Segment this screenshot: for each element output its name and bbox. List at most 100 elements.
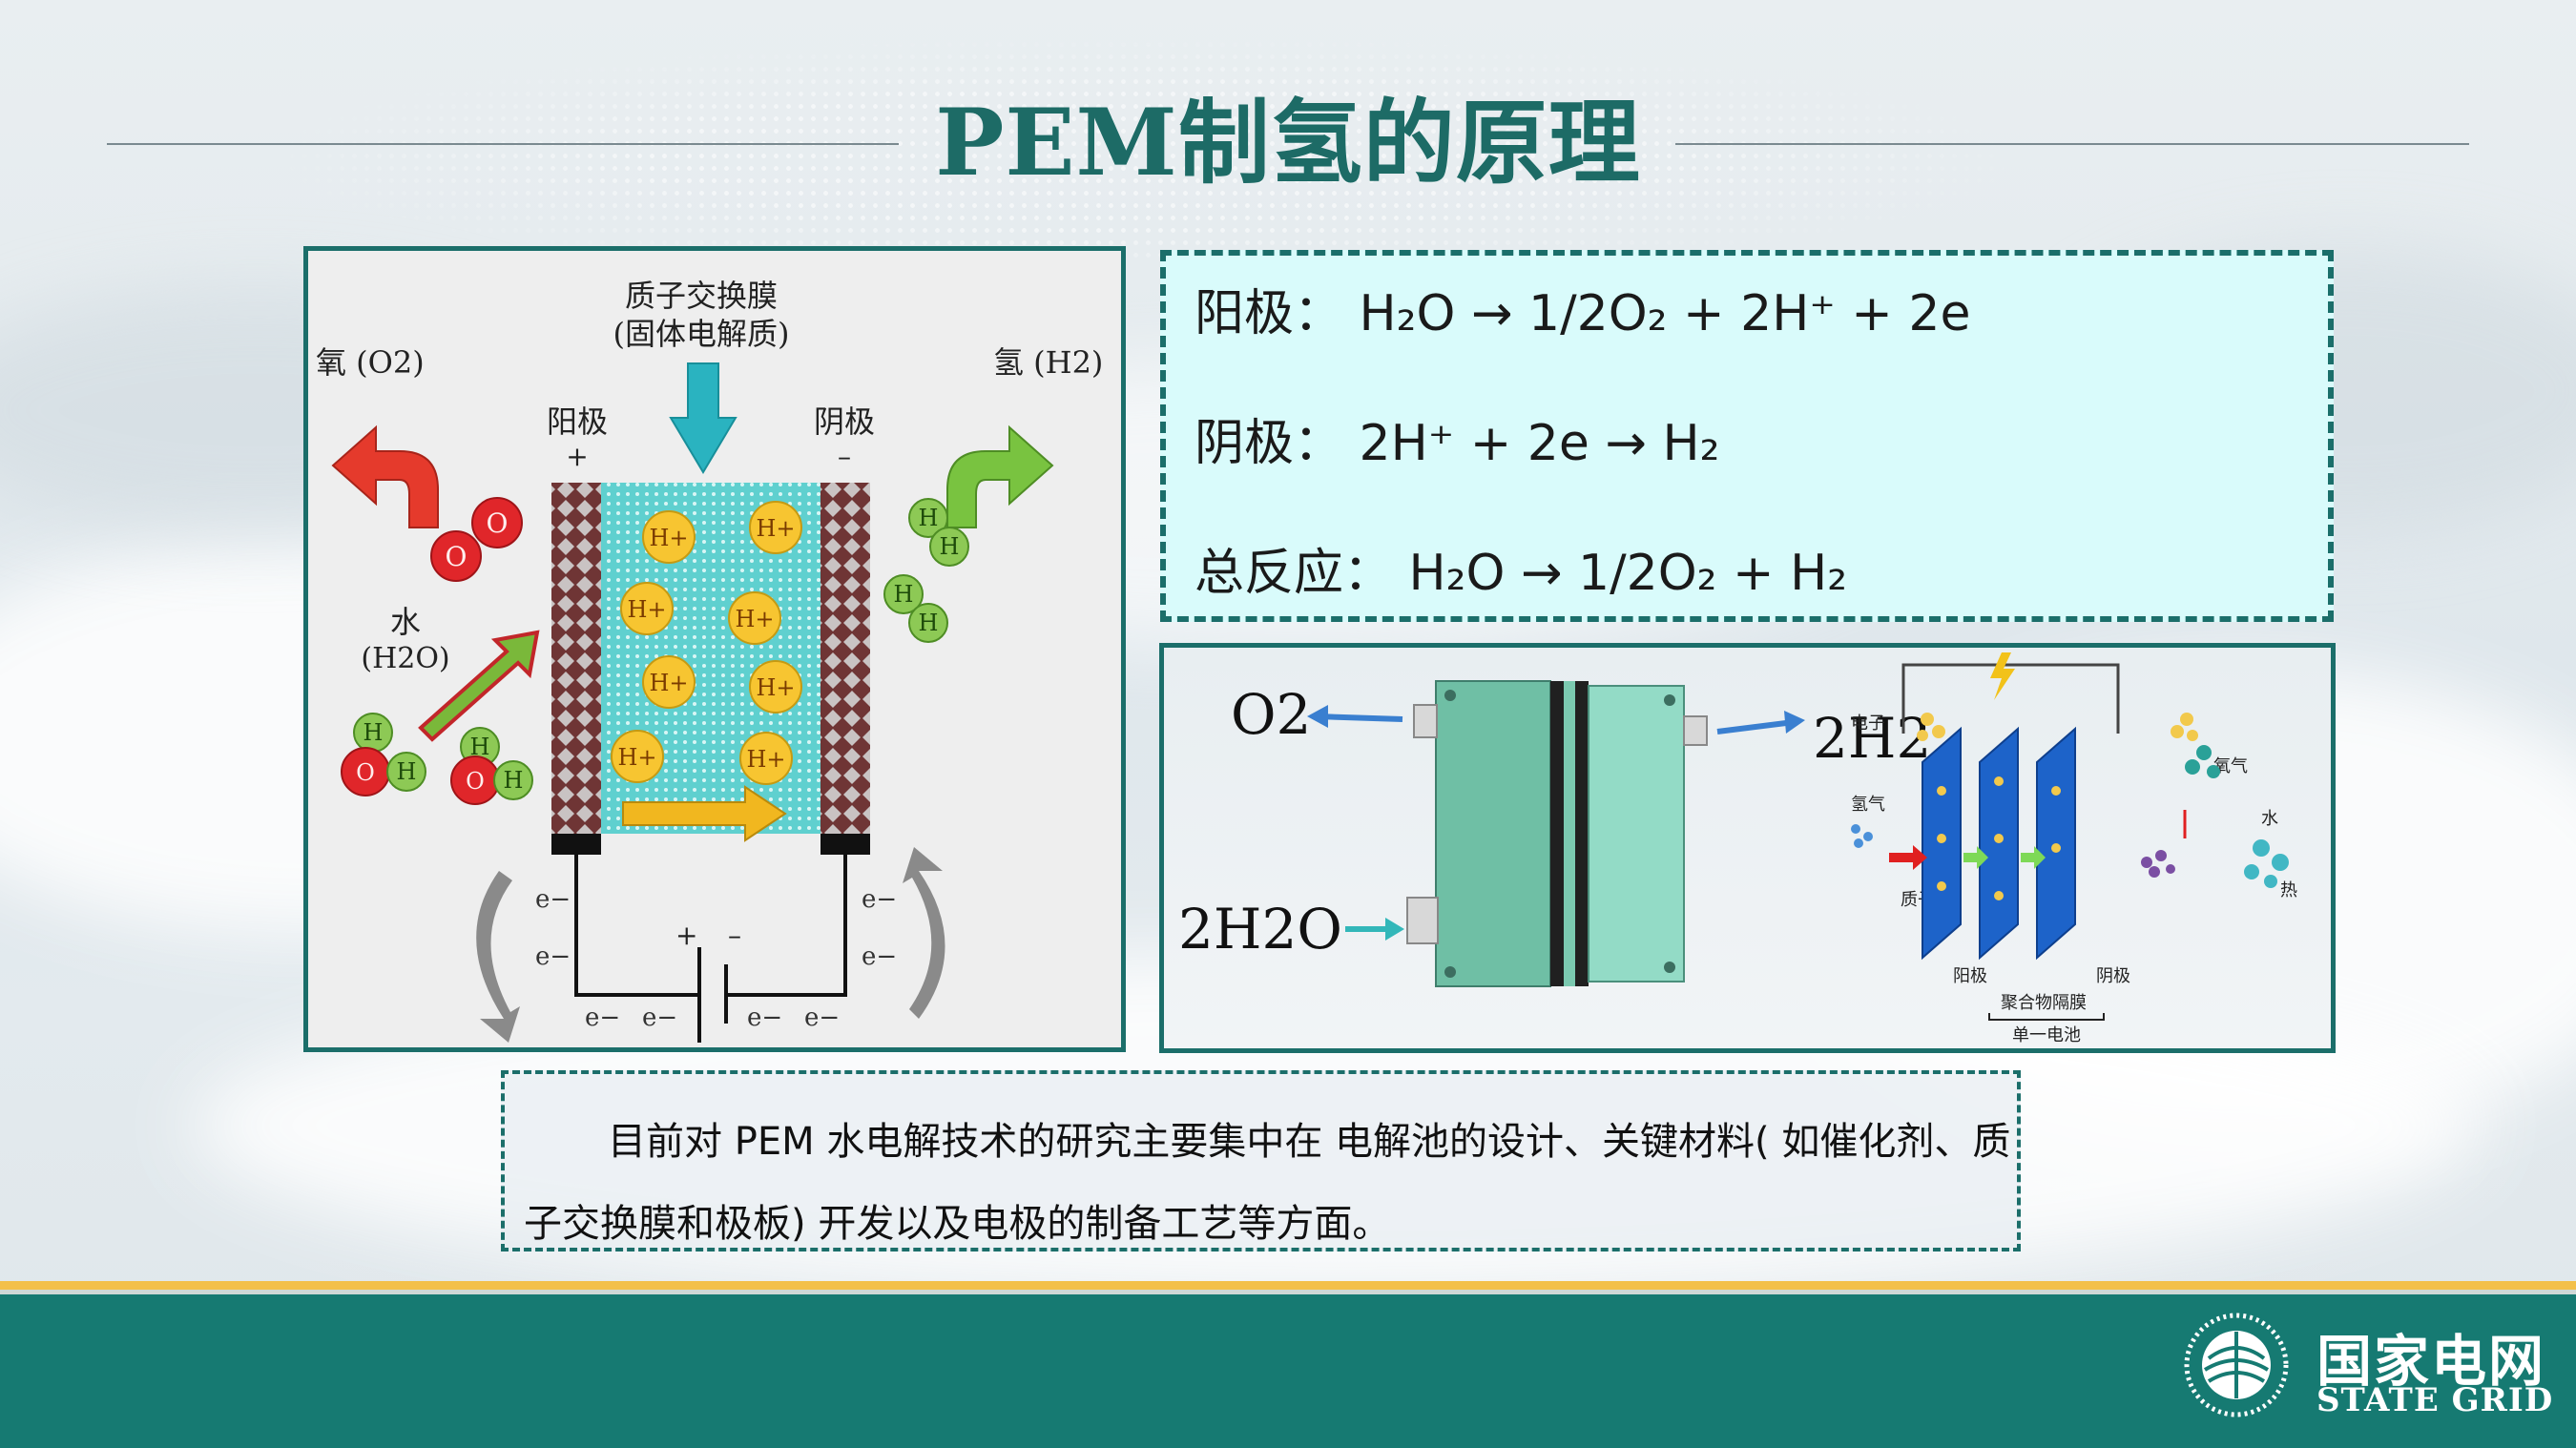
water-sublabel: (H2O) [361,642,449,675]
state-grid-logo-icon [2184,1313,2289,1417]
h-atom-label: H [504,767,524,794]
water-molecule: H O H H O H [341,713,533,805]
h-atom-label: H [894,581,914,608]
external-circuit [574,855,847,1043]
brand-name-cn: 国家电网 [2316,1329,2546,1394]
title-rule-right [1675,143,2469,145]
electron-flow-arrow-right [903,847,945,1019]
o-atom-label: O [487,507,509,539]
proton-label: H+ [746,746,785,773]
hydrogen-gas-label: 氢气 [1851,795,1885,815]
hydrogen-label: 氢 (H2) [993,344,1103,381]
light-strip [0,1290,2576,1294]
h-atom-label: H [364,719,384,746]
membrane-label: 质子交换膜 [625,278,778,314]
oxygen-gas-label: 氧气 [2213,756,2248,776]
h-atom-label: H [919,505,939,531]
proton-label: H+ [756,674,795,701]
h2-arrowhead [1784,711,1805,734]
h2o-label: 2H2O [1178,897,1342,962]
electron-label: e− [804,1003,840,1032]
water-label: 水 [2261,809,2278,829]
anode-electrode [551,483,601,834]
flow-arrow [1889,845,1927,870]
world-map-dots [286,38,2004,258]
stack-block-right [1588,685,1685,983]
membrane-arrow [669,362,737,474]
h2o-arrowhead [1385,918,1404,941]
cathode-equation-label: 阴极： [1195,415,1344,472]
stack-bolt [1664,694,1675,706]
electron-label: e− [585,1003,620,1032]
h-atom-label: H [919,610,939,636]
pem-cell-svg: 质子交换膜 (固体电解质) 氧 (O2) 氢 (H2) 阳极 阴极 + – H+ [316,278,1103,1043]
electron-label: e− [535,942,571,971]
o2-arrowhead [1307,705,1328,728]
total-equation: 总反应： H₂O → 1/2O₂ + H₂ [1195,532,1847,604]
flow-arrow [1963,846,1988,869]
lightning-icon [1990,652,2015,700]
electron-label: 电子 [1851,714,1885,734]
heat-label: 热 [2280,880,2297,900]
circuit-wire [1901,663,2120,734]
h2-label: 2H2 [1813,706,1931,771]
stack-plate-mid [1564,681,1575,986]
summary-text: 目前对 PEM 水电解技术的研究主要集中在 电解池的设计、关键材料( 如催化剂、… [524,1120,2011,1246]
stack-plate-dark [1575,681,1589,986]
stack-plate-dark [1550,681,1564,986]
proton-label: H+ [756,515,795,542]
proton-group: H+ H+ H+ H+ H+ H+ H+ H+ [611,501,802,785]
cathode-label: 阴极 [814,403,875,440]
plus-sign: + [566,441,588,472]
electrolyzer-stack-diagram: O2 2H2 2H2O 电子 氢气 质子 氧气 水 热 [1159,643,2336,1053]
stack-bolt [1444,690,1456,701]
h-atom-label: H [397,758,417,785]
stack-block [1435,680,1551,987]
cathode-equation-reaction: 2H⁺ + 2e → H₂ [1359,415,1720,472]
anode-label: 阳极 [1953,966,1987,986]
h2-port [1683,715,1708,746]
membrane-label: 聚合物隔膜 [2001,993,2087,1013]
title-rule-left [107,143,899,145]
oxygen-dots [2185,745,2220,778]
hydrogen-out-arrow [946,424,1054,528]
water-dots [2244,839,2289,888]
anode-terminal [551,834,601,855]
oxygen-label: 氧 (O2) [316,344,425,381]
cathode-label: 阴极 [2096,966,2130,986]
cathode-terminal [821,834,870,855]
o-atom-label: O [446,541,467,572]
proton-label: H+ [627,596,666,623]
electron-dots [1917,713,2198,741]
membrane-sublabel: (固体电解质) [613,316,790,352]
proton-label: H+ [649,670,688,696]
page-title: PEM制氢的原理 [935,89,1641,197]
proton-label: H+ [617,744,656,771]
bracket [1988,1013,2105,1021]
electron-label: e− [535,885,571,914]
summary-box: 目前对 PEM 水电解技术的研究主要集中在 电解池的设计、关键材料( 如催化剂、… [501,1070,2021,1251]
electron-label: e− [747,1003,782,1032]
stack-svg: O2 2H2 2H2O 电子 氢气 质子 氧气 水 热 [1178,652,2297,1045]
flow-arrow [2021,846,2046,869]
anode-label: 阳极 [547,403,608,440]
total-equation-label: 总反应： [1195,545,1394,602]
o2-arrow [1316,714,1403,722]
hydrogen-dots [1851,824,1873,848]
proton-label: H+ [649,525,688,551]
electron-label: e− [862,885,897,914]
anode-equation: 阳极： H₂O → 1/2O₂ + 2H⁺ + 2e [1195,273,1970,344]
h-atom-label: H [940,533,960,560]
o2-label: O2 [1231,682,1311,747]
equations-panel: 阳极： H₂O → 1/2O₂ + 2H⁺ + 2e 阴极： 2H⁺ + 2e … [1160,250,2334,622]
oxygen-molecule: O O [430,497,523,582]
footer-bar [0,1290,2576,1448]
o2-port [1413,704,1438,738]
gold-strip [0,1281,2576,1290]
brand-name-en: STATE GRID [2316,1381,2554,1419]
h-atom-label: H [470,734,490,760]
stack-bolt [1664,962,1675,973]
cathode-electrode [821,483,870,834]
total-equation-reaction: H₂O → 1/2O₂ + H₂ [1408,545,1848,602]
